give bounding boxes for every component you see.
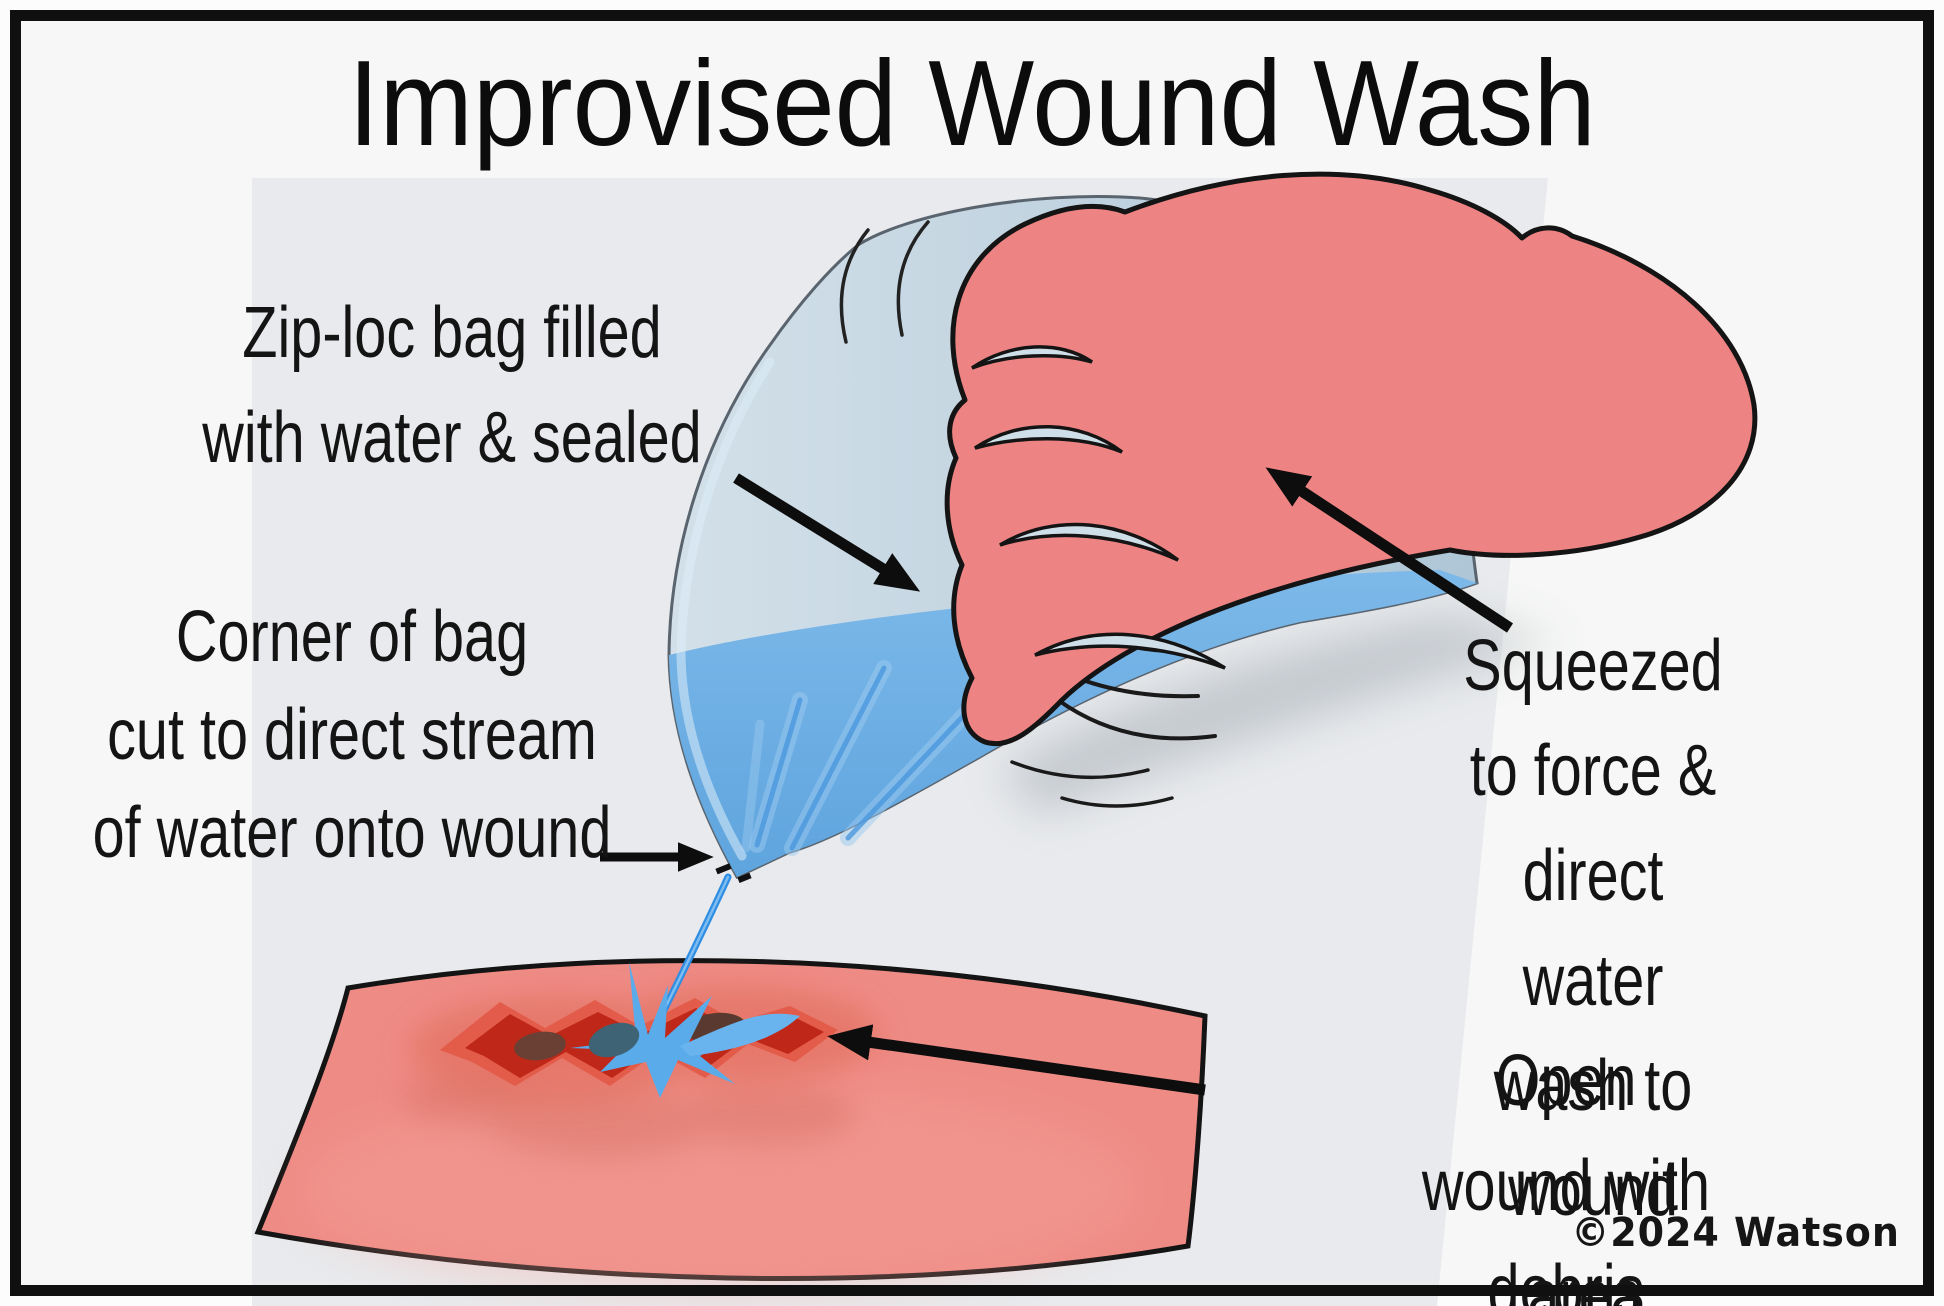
bag-shadow — [1000, 615, 1560, 815]
arrow-pointing-to-hand — [1265, 467, 1514, 633]
debris-left — [514, 1031, 566, 1061]
arrow-pointing-to-bag — [733, 473, 921, 592]
finger-creases — [971, 345, 1226, 670]
arrow-pointing-to-wound — [827, 1024, 1206, 1096]
label-squeezed: Squeezed to force & direct water wash to… — [1463, 626, 1723, 1306]
label-open-wound: Open wound with debris — [1421, 1041, 1711, 1306]
label-ziploc-bag: Zip-loc bag filled with water & sealed — [202, 293, 702, 478]
hand — [839, 171, 1758, 747]
water — [669, 570, 1477, 877]
diagram-title: Improvised Wound Wash — [348, 35, 1596, 171]
cut-corner-marks — [715, 863, 752, 884]
motion-lines — [839, 220, 930, 344]
label-corner-of-bag: Corner of bag cut to direct stream of wa… — [92, 597, 612, 873]
copyright-text: ©2024 Watson — [1571, 1210, 1900, 1256]
bag-bottom-creases — [1010, 760, 1174, 808]
splash — [570, 962, 800, 1098]
skin-patch — [254, 958, 1208, 1295]
